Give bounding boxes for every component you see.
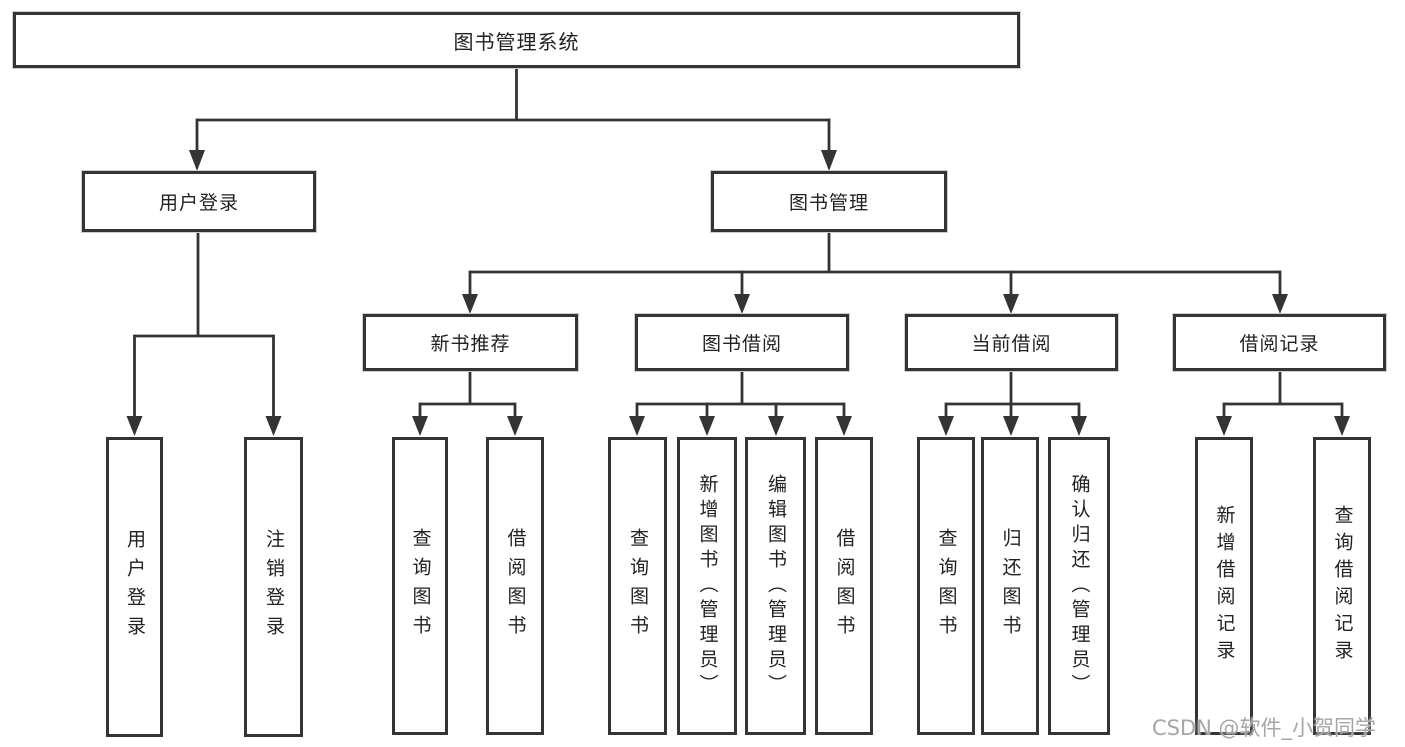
leaf-edit-book-admin: 编辑图书（管理员）	[745, 437, 806, 735]
leaf-add-book-admin: 新增图书（管理员）	[677, 437, 737, 735]
leaf-logout: 注销登录	[244, 437, 303, 737]
node-new-book-recommend: 新书推荐	[363, 314, 578, 371]
leaf-return-book: 归还图书	[981, 437, 1039, 735]
leaf-confirm-return-admin: 确认归还（管理员）	[1048, 437, 1110, 735]
leaf-query-borrow-record: 查询借阅记录	[1313, 437, 1371, 735]
leaf-borrow-books: 借阅图书	[815, 437, 873, 735]
node-current-borrow: 当前借阅	[905, 314, 1118, 371]
leaf-user-login: 用户登录	[106, 437, 163, 737]
node-borrow-records: 借阅记录	[1173, 314, 1386, 371]
node-book-management: 图书管理	[711, 171, 947, 232]
node-book-borrow: 图书借阅	[635, 314, 849, 371]
leaf-borrow-books-recommend: 借阅图书	[486, 437, 544, 735]
leaf-add-borrow-record: 新增借阅记录	[1195, 437, 1253, 735]
leaf-query-books-borrow: 查询图书	[608, 437, 667, 735]
node-root: 图书管理系统	[13, 12, 1020, 68]
node-user-login: 用户登录	[82, 171, 316, 232]
leaf-query-books-current: 查询图书	[917, 437, 975, 735]
watermark-text: CSDN @软件_小贺同学	[1152, 716, 1377, 740]
leaf-query-books-recommend: 查询图书	[392, 437, 448, 735]
